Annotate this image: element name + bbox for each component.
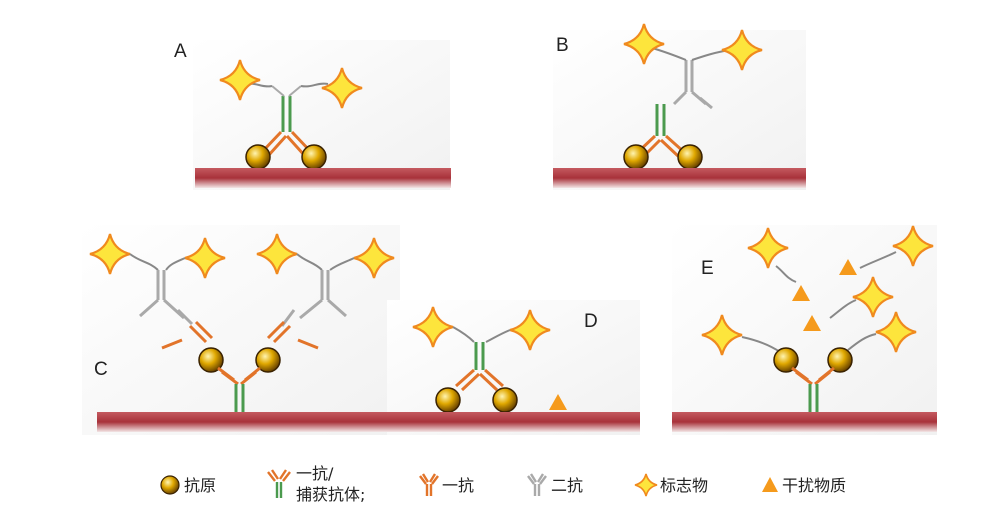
legend-marker: 标志物 — [660, 476, 708, 495]
primary-antibody-arms — [260, 130, 313, 158]
panel-c: C — [82, 225, 400, 435]
capture-antibody — [474, 342, 485, 370]
primary-antibody-arms — [455, 368, 504, 392]
secondary-antibody-icon — [527, 473, 547, 496]
panel-d: D — [387, 300, 640, 435]
solid-phase-surface — [672, 412, 937, 432]
solid-phase-surface — [553, 168, 806, 188]
legend-primary: 一抗 — [442, 476, 474, 495]
antigen-sphere-icon — [255, 347, 281, 373]
secondary-antibody — [139, 270, 194, 326]
legend-capture-line1: 一抗/ — [296, 464, 334, 483]
antigen-sphere-icon — [623, 144, 649, 170]
solid-phase-surface — [195, 168, 451, 188]
primary-antibody-icon — [419, 473, 439, 496]
secondary-antibody-top — [271, 85, 302, 97]
legend-secondary: 二抗 — [551, 476, 583, 495]
capture-antibody — [655, 104, 666, 136]
panel-a: A — [174, 40, 451, 190]
panel-label-c: C — [94, 359, 108, 380]
capture-antibody — [281, 96, 292, 132]
legend: 抗原 一抗/ 捕获抗体; 一抗 二抗 标志物 — [160, 464, 846, 504]
panel-b: B — [553, 22, 806, 190]
panel-label-a: A — [174, 41, 187, 62]
capture-antibody-icon — [267, 469, 291, 498]
linker — [485, 329, 511, 343]
capture-antibody — [791, 366, 835, 412]
legend-interferent: 干扰物质 — [782, 476, 846, 495]
antigen-sphere-icon — [492, 387, 518, 413]
legend-antigen: 抗原 — [184, 476, 216, 495]
legend-capture-line2: 捕获抗体; — [296, 485, 365, 504]
antigen-sphere-icon — [773, 347, 799, 373]
linker — [300, 82, 329, 88]
four-point-star-icon — [634, 473, 658, 497]
antigen-sphere-icon — [301, 144, 327, 170]
antigen-sphere-icon — [435, 387, 461, 413]
antigen-sphere-icon — [827, 347, 853, 373]
triangle-icon — [762, 477, 778, 492]
linker — [651, 47, 687, 61]
solid-phase-surface — [387, 412, 640, 432]
antigen-sphere-icon — [677, 144, 703, 170]
linker — [452, 326, 475, 343]
solid-phase-surface — [97, 412, 397, 432]
panel-label-d: D — [584, 311, 598, 332]
linkers — [741, 251, 897, 353]
panel-e: E — [672, 224, 937, 435]
panel-label-b: B — [556, 35, 569, 56]
panel-label-e: E — [701, 258, 714, 279]
antigen-sphere-icon — [245, 144, 271, 170]
capture-antibody — [217, 366, 261, 412]
secondary-antibody — [672, 60, 713, 110]
antigen-sphere-icon — [198, 347, 224, 373]
primary-antibody — [161, 320, 319, 350]
antigen-sphere-icon — [160, 475, 180, 495]
linkers — [129, 253, 355, 271]
